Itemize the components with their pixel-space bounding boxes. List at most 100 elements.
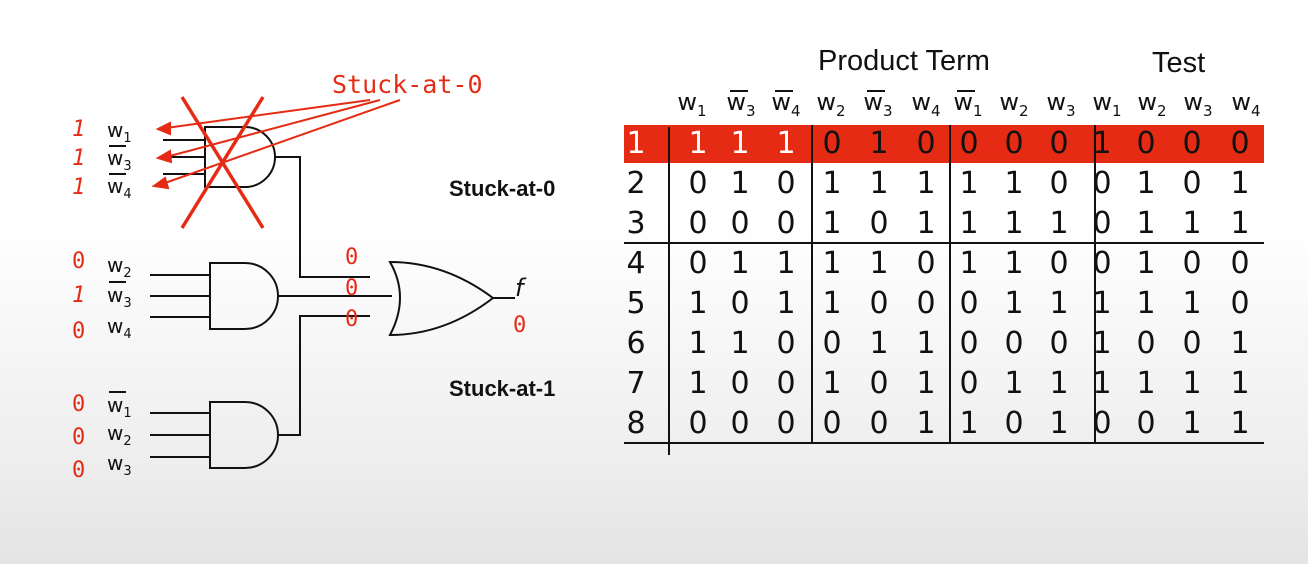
column-header: w1 <box>677 88 707 120</box>
table-cell: 0 <box>1004 126 1024 161</box>
grid-line <box>624 242 1264 244</box>
side-label-stuck-at-1: Stuck-at-1 <box>449 376 556 401</box>
gate2-input-3-label: w4 <box>107 314 132 342</box>
row-number: 1 <box>626 126 646 161</box>
table-cell: 0 <box>1136 326 1156 361</box>
table-cell: 1 <box>1092 126 1112 161</box>
table-cell: 0 <box>1136 406 1156 441</box>
output-value: 0 <box>513 313 526 338</box>
column-header: w4 <box>771 88 801 120</box>
table-cell: 1 <box>869 126 889 161</box>
table-cell: 0 <box>730 406 750 441</box>
header-test: Test <box>1152 47 1206 79</box>
table-cell: 1 <box>1092 326 1112 361</box>
table-cell: 0 <box>869 286 889 321</box>
table-cell: 0 <box>822 406 842 441</box>
or-input-value-3: 0 <box>345 307 358 332</box>
table-cell: 0 <box>1004 326 1024 361</box>
stuck-at-0-label: Stuck-at-0 <box>332 70 483 99</box>
table-cell: 1 <box>959 406 979 441</box>
table-cell: 0 <box>1182 326 1202 361</box>
fault-cross-icon <box>180 96 265 229</box>
gate2-value-3: 0 <box>72 319 85 344</box>
table-cell: 1 <box>822 286 842 321</box>
gate2-value-2: 1 <box>72 283 85 308</box>
row-number: 7 <box>626 366 646 401</box>
table-cell: 0 <box>688 166 708 201</box>
table-cell: 0 <box>776 326 796 361</box>
table-cell: 1 <box>776 246 796 281</box>
table-cell: 0 <box>959 126 979 161</box>
table-cell: 1 <box>822 246 842 281</box>
table-cell: 1 <box>1049 366 1069 401</box>
table-cell: 0 <box>959 326 979 361</box>
table-cell: 0 <box>822 126 842 161</box>
gate3-input-1-label: w1 <box>107 393 132 421</box>
table-cell: 0 <box>688 206 708 241</box>
table-cell: 0 <box>959 366 979 401</box>
table-cell: 1 <box>688 286 708 321</box>
table-cell: 1 <box>1049 206 1069 241</box>
column-header: w1 <box>953 88 983 120</box>
table-cell: 0 <box>916 126 936 161</box>
table-cell: 1 <box>730 166 750 201</box>
column-header: w3 <box>1046 88 1076 120</box>
table-cell: 0 <box>776 366 796 401</box>
table-cell: 1 <box>916 406 936 441</box>
table-cell: 1 <box>1004 206 1024 241</box>
table-cell: 1 <box>730 246 750 281</box>
gate3-input-2-label: w2 <box>107 421 132 449</box>
row-number: 3 <box>626 206 646 241</box>
table-cell: 0 <box>959 286 979 321</box>
or-input-value-2: 0 <box>345 276 358 301</box>
table-cell: 1 <box>916 366 936 401</box>
table-cell: 0 <box>1004 406 1024 441</box>
table-cell: 1 <box>959 206 979 241</box>
circuit-diagram: w1 w3 w4 w2 w3 w4 w1 w2 w3 1 1 1 0 1 0 0… <box>72 70 527 483</box>
grid-line <box>668 127 670 455</box>
table-cell: 1 <box>1230 326 1250 361</box>
table-cell: 0 <box>730 206 750 241</box>
table-cell: 1 <box>1049 406 1069 441</box>
table-cell: 0 <box>869 406 889 441</box>
gate3-value-3: 0 <box>72 458 85 483</box>
grid-line <box>1094 125 1096 443</box>
table-cell: 1 <box>1004 366 1024 401</box>
table-cell: 1 <box>1230 406 1250 441</box>
gate1-value-1: 1 <box>72 117 85 142</box>
table-cell: 0 <box>776 406 796 441</box>
grid-line <box>949 125 951 443</box>
table-cell: 1 <box>1230 166 1250 201</box>
column-header: w2 <box>999 88 1029 120</box>
column-header: w1 <box>1092 88 1122 120</box>
table-cell: 1 <box>1182 286 1202 321</box>
grid-line <box>811 125 813 443</box>
header-product-term: Product Term <box>818 45 990 77</box>
table-cell: 0 <box>776 206 796 241</box>
table-cell: 0 <box>1092 406 1112 441</box>
table-cell: 0 <box>1049 166 1069 201</box>
or-input-value-1: 0 <box>345 245 358 270</box>
column-header: w3 <box>863 88 893 120</box>
column-header: w3 <box>726 88 756 120</box>
gate1-input-1-label: w1 <box>107 118 132 146</box>
table-cell: 0 <box>869 206 889 241</box>
table-cell: 1 <box>822 206 842 241</box>
table-cell: 1 <box>776 286 796 321</box>
gate2-input-1-label: w2 <box>107 253 132 281</box>
table-cell: 1 <box>776 126 796 161</box>
gate2-input-2-label: w3 <box>107 283 132 311</box>
gate1-input-2-label: w3 <box>107 146 132 174</box>
table-cell: 0 <box>1049 126 1069 161</box>
table-cell: 1 <box>1182 206 1202 241</box>
table-cell: 1 <box>1136 286 1156 321</box>
table-cell: 1 <box>1004 286 1024 321</box>
table-cell: 1 <box>1004 166 1024 201</box>
row-number: 4 <box>626 246 646 281</box>
table-cell: 1 <box>916 326 936 361</box>
